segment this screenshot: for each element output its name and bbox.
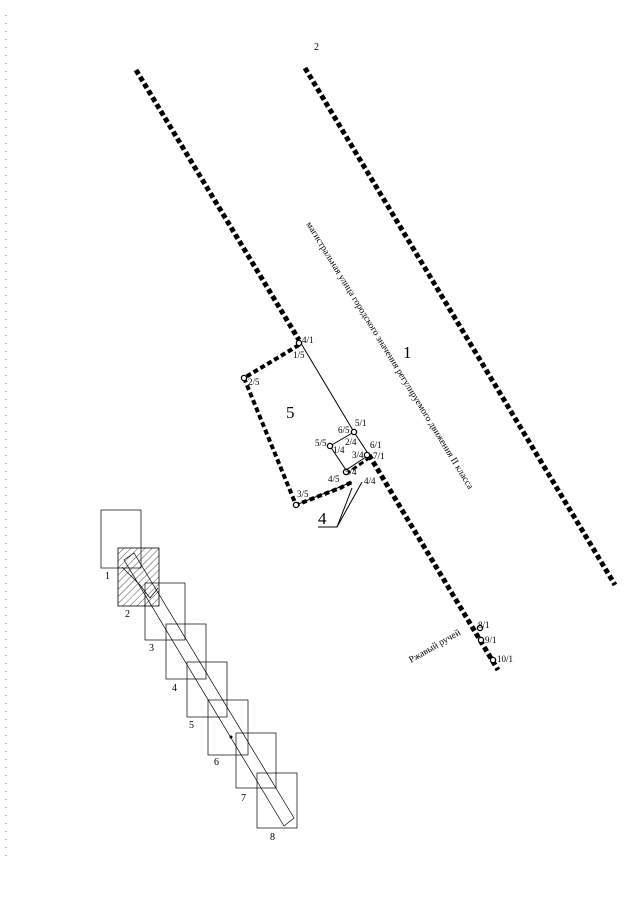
point-label: 5/1 [355, 418, 367, 428]
index-sheet-8 [256, 772, 298, 829]
index-sheet-5 [186, 661, 228, 718]
zone-label-4: 4 [318, 509, 327, 528]
sheet-index-map [100, 509, 298, 829]
index-number: 7 [241, 793, 246, 804]
index-number: 5 [189, 720, 194, 731]
creek-name: Ржавый ручей [407, 627, 463, 665]
parcel-5-inner-edge [295, 481, 353, 506]
index-number: 6 [214, 757, 219, 768]
point-label: 1/5 [293, 350, 305, 360]
index-marker [229, 735, 233, 739]
vertex-markers [240, 339, 497, 664]
index-sheet-3 [144, 582, 186, 641]
street-name: магистральная улица городского значения … [303, 220, 475, 492]
point-label: 4/1 [302, 335, 314, 345]
index-sheet-7 [235, 732, 277, 789]
parcel-4-leader-2 [336, 481, 363, 528]
index-sheet-2-highlighted [117, 547, 160, 607]
road-boundary-left-upper [133, 68, 302, 342]
index-number: 8 [270, 832, 275, 843]
point-label: 2/4 [345, 437, 357, 447]
index-number: 3 [149, 643, 154, 654]
point-label: 1/4 [333, 445, 345, 455]
zone-label-2: 2 [314, 42, 319, 53]
point-label: 4/4 [364, 476, 376, 486]
index-number: 4 [172, 683, 177, 694]
point-label: 5/4 [345, 467, 357, 477]
point-label: 4/5 [328, 474, 340, 484]
road-boundary-left-lower [366, 453, 501, 672]
point-label: 9/1 [485, 635, 497, 645]
index-number: 1 [105, 571, 110, 582]
point-label: 2/5 [248, 377, 260, 387]
point-label: 5/5 [315, 438, 327, 448]
index-number: 2 [125, 609, 130, 620]
point-label: 3/4 [352, 450, 364, 460]
point-label: 6/1 [370, 440, 382, 450]
parcel-4-dashed-edge [345, 456, 370, 476]
point-label: 3/5 [297, 489, 309, 499]
road-edge-line [298, 339, 355, 433]
index-sheet-6 [207, 699, 249, 756]
point-label: 10/1 [497, 654, 513, 664]
index-parcel-outline [121, 566, 159, 599]
point-label: 6/5 [338, 425, 350, 435]
point-label: 8/1 [478, 620, 490, 630]
index-sheet-4 [165, 623, 207, 680]
zone-label-5: 5 [286, 403, 295, 422]
zone-label-1: 1 [403, 343, 412, 362]
road-boundary-right [302, 66, 618, 587]
point-label: 7/1 [373, 451, 385, 461]
